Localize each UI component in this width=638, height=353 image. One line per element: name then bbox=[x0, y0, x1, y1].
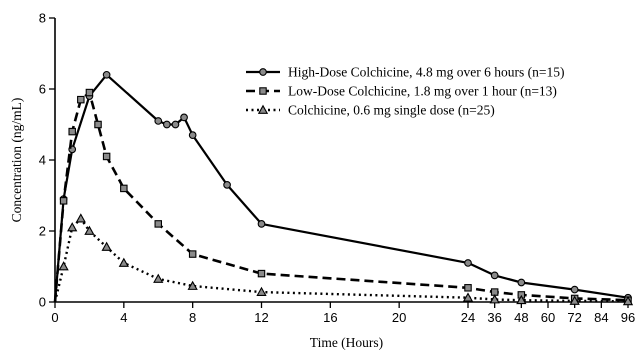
y-tick-label: 6 bbox=[39, 82, 46, 97]
x-tick-label: 4 bbox=[120, 310, 127, 325]
data-point-high-dose bbox=[171, 120, 180, 129]
data-point-high-dose bbox=[188, 131, 197, 139]
y-tick-label: 4 bbox=[39, 153, 46, 168]
legend-marker-single-dose bbox=[257, 104, 269, 114]
data-point-low-dose bbox=[68, 127, 76, 136]
data-point-high-dose bbox=[223, 181, 231, 189]
legend-item-high-dose: High-Dose Colchicine, 4.8 mg over 6 hour… bbox=[246, 65, 564, 80]
x-tick-label: 8 bbox=[189, 310, 196, 325]
data-point-high-dose bbox=[180, 113, 188, 122]
legend-marker-low-dose bbox=[259, 87, 267, 95]
x-tick-label: 0 bbox=[51, 310, 58, 325]
x-tick-label: 48 bbox=[514, 310, 528, 325]
data-point-high-dose bbox=[464, 259, 472, 267]
data-point-low-dose bbox=[77, 95, 85, 104]
series-line-single-dose bbox=[53, 217, 629, 303]
data-point-high-dose bbox=[102, 70, 111, 79]
data-point-single-dose bbox=[101, 241, 112, 251]
data-point-high-dose bbox=[490, 271, 499, 280]
legend-item-low-dose: Low-Dose Colchicine, 1.8 mg over 1 hour … bbox=[246, 84, 557, 99]
x-tick-label: 12 bbox=[254, 310, 268, 325]
data-point-high-dose bbox=[154, 117, 163, 125]
legend-marker-high-dose bbox=[259, 68, 267, 76]
data-point-low-dose bbox=[85, 88, 94, 97]
data-point-high-dose bbox=[570, 285, 579, 294]
data-point-low-dose bbox=[464, 284, 472, 292]
series-single-dose bbox=[53, 213, 634, 306]
data-point-single-dose bbox=[256, 286, 267, 296]
data-point-single-dose bbox=[622, 295, 634, 306]
x-tick-label: 72 bbox=[567, 310, 581, 325]
x-tick-label: 16 bbox=[323, 310, 337, 325]
x-axis-title: Time (Hours) bbox=[310, 335, 383, 350]
data-point-high-dose bbox=[163, 120, 171, 129]
y-tick-label: 8 bbox=[39, 11, 46, 26]
series-layer bbox=[53, 70, 634, 306]
data-point-single-dose bbox=[462, 292, 474, 302]
data-point-single-dose bbox=[489, 294, 500, 304]
data-point-low-dose bbox=[59, 197, 68, 205]
data-point-single-dose bbox=[153, 273, 164, 283]
legend-label-low-dose: Low-Dose Colchicine, 1.8 mg over 1 hour … bbox=[288, 84, 557, 99]
y-axis-title: Concentration (ng/mL) bbox=[9, 98, 24, 223]
data-point-high-dose bbox=[257, 220, 266, 228]
legend-label-high-dose: High-Dose Colchicine, 4.8 mg over 6 hour… bbox=[288, 65, 564, 80]
data-point-single-dose bbox=[84, 225, 95, 235]
data-point-single-dose bbox=[58, 261, 69, 271]
x-tick-label: 84 bbox=[594, 310, 608, 325]
y-tick-label: 2 bbox=[39, 224, 46, 239]
legend-item-single-dose: Colchicine, 0.6 mg single dose (n=25) bbox=[246, 103, 495, 118]
data-point-high-dose bbox=[517, 278, 526, 287]
data-point-single-dose bbox=[569, 295, 580, 305]
data-point-single-dose bbox=[516, 294, 527, 305]
data-point-low-dose bbox=[154, 220, 163, 228]
y-axis-ticks: 0 2 4 6 8 bbox=[39, 11, 55, 310]
data-point-single-dose bbox=[67, 222, 78, 232]
data-point-low-dose bbox=[94, 120, 102, 129]
x-tick-label: 24 bbox=[461, 310, 475, 325]
data-point-low-dose bbox=[188, 250, 197, 258]
x-tick-label: 60 bbox=[541, 310, 555, 325]
data-point-single-dose bbox=[187, 280, 198, 290]
x-tick-label: 96 bbox=[621, 310, 635, 325]
data-point-single-dose bbox=[118, 257, 129, 267]
legend-label-single-dose: Colchicine, 0.6 mg single dose (n=25) bbox=[288, 103, 495, 118]
data-point-low-dose bbox=[120, 184, 128, 193]
data-point-low-dose bbox=[102, 152, 111, 161]
data-point-single-dose bbox=[75, 213, 86, 223]
y-tick-label: 0 bbox=[39, 295, 46, 310]
data-point-low-dose bbox=[257, 269, 266, 278]
x-tick-label: 20 bbox=[392, 310, 406, 325]
series-low-dose bbox=[53, 88, 632, 304]
axes bbox=[54, 18, 628, 303]
x-tick-label: 36 bbox=[487, 310, 501, 325]
series-line-low-dose bbox=[53, 91, 629, 303]
legend: High-Dose Colchicine, 4.8 mg over 6 hour… bbox=[246, 65, 564, 118]
